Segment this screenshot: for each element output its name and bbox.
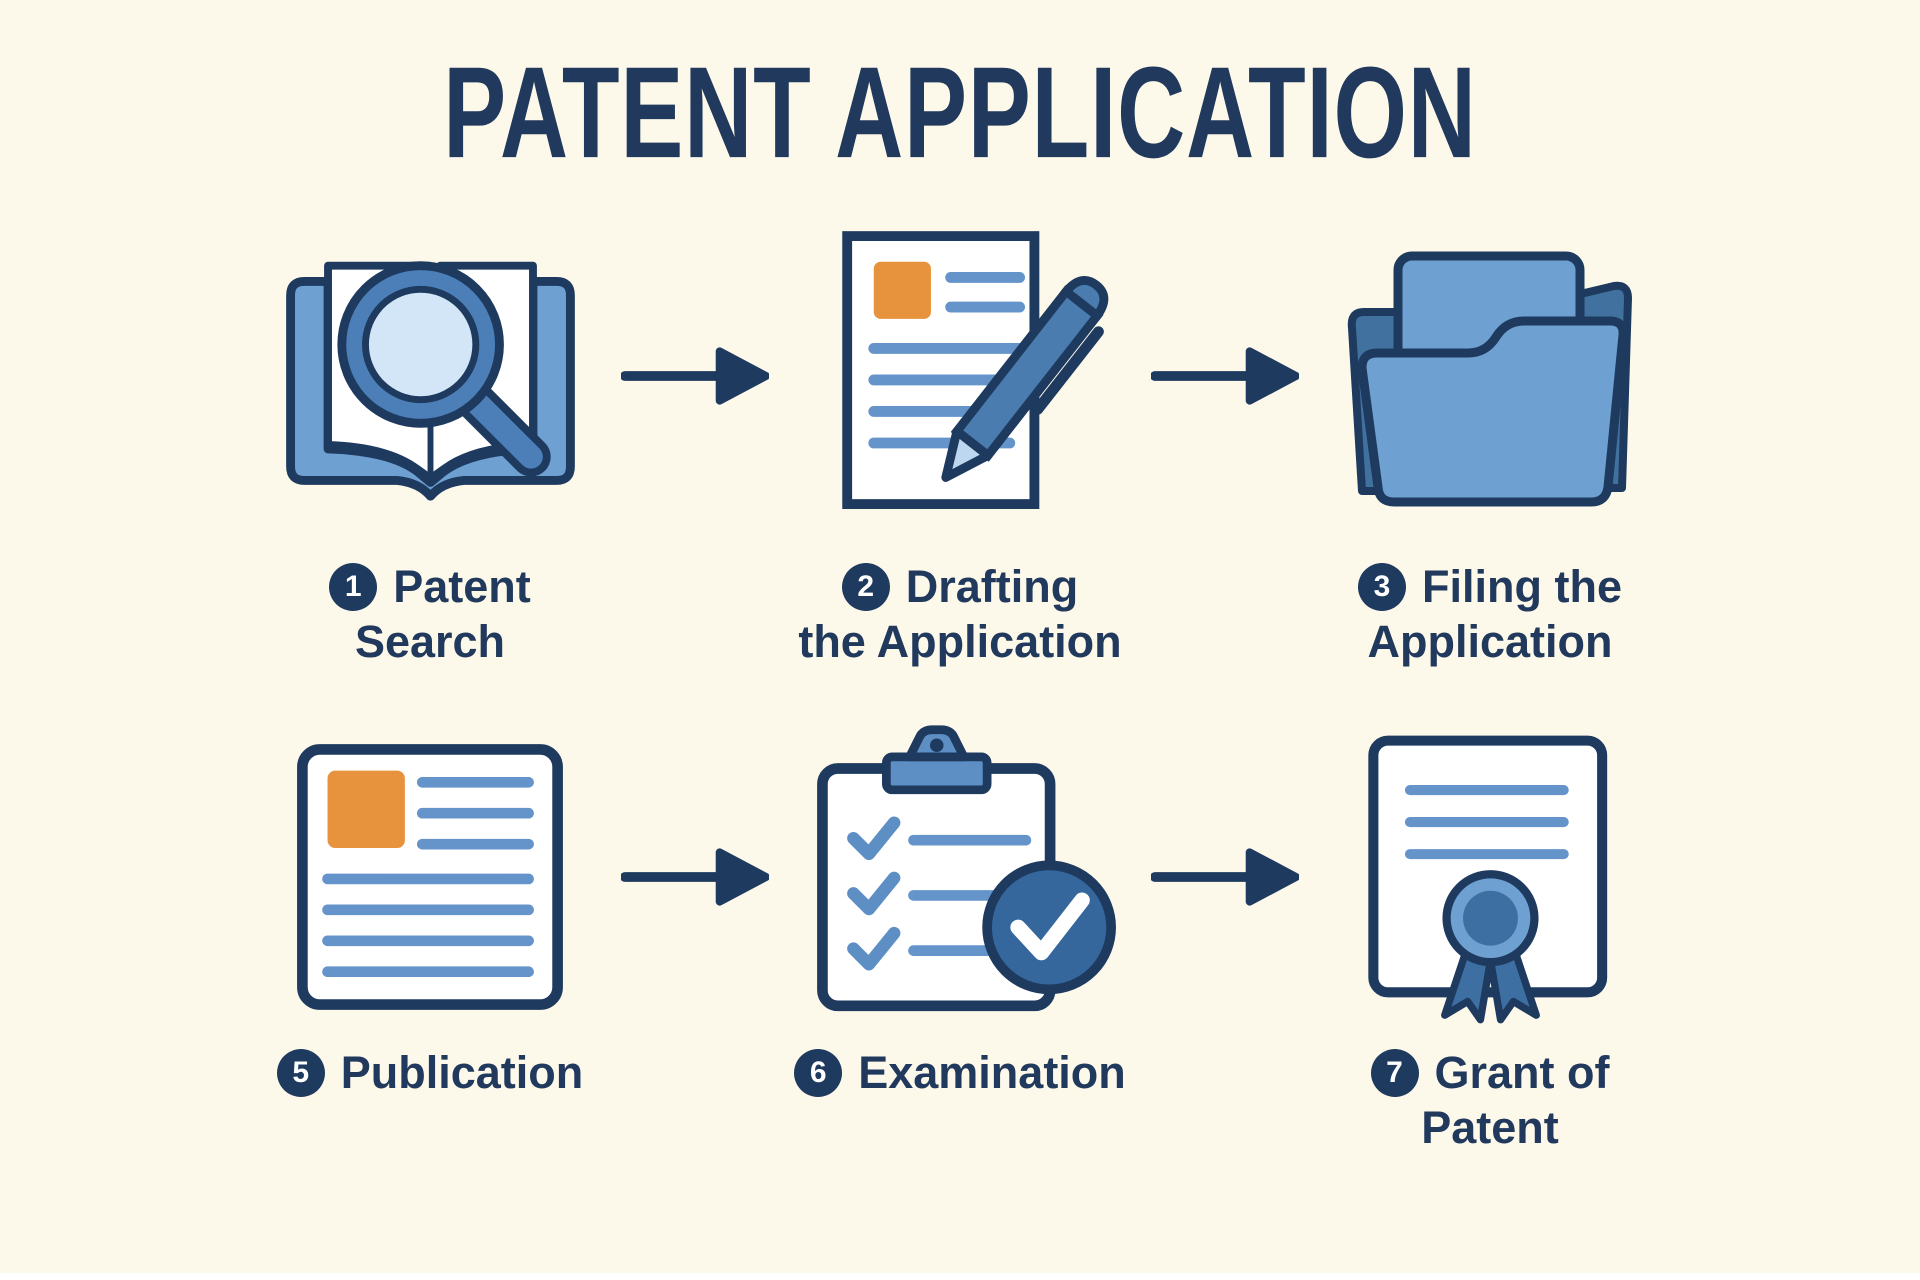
step-2-icon-cell bbox=[750, 216, 1170, 536]
clipboard-clip bbox=[882, 752, 992, 794]
folder-icon bbox=[1347, 251, 1632, 507]
clip-hole bbox=[929, 738, 944, 752]
arrow-cell-1 bbox=[621, 344, 769, 408]
rosette-inner bbox=[1462, 890, 1518, 946]
step-label-line2: the Application bbox=[798, 615, 1122, 667]
document-pen-icon bbox=[841, 231, 1108, 510]
step-label-line1: Filing the bbox=[1422, 561, 1622, 612]
right-arrow-icon bbox=[621, 848, 769, 906]
arrow-cell-2 bbox=[1151, 344, 1299, 408]
label-spacer bbox=[640, 560, 750, 670]
step-number-badge: 3 bbox=[1358, 563, 1406, 612]
right-arrow-icon bbox=[1151, 848, 1299, 906]
step-3-label: 3 Filing the Application bbox=[1280, 560, 1700, 670]
step-5-label: 5 Publication bbox=[220, 1046, 640, 1156]
step-label-line1: Drafting bbox=[905, 561, 1079, 612]
pen bbox=[940, 275, 1108, 482]
pen-clip bbox=[1031, 326, 1104, 415]
step-6-icon-cell bbox=[750, 722, 1170, 1032]
step-7-label: 7 Grant of Patent bbox=[1280, 1046, 1700, 1156]
folder-front-panel bbox=[1357, 316, 1628, 507]
document-image-block bbox=[873, 261, 931, 319]
flow-row-1 bbox=[0, 206, 1920, 546]
step-label-line1: Grant of bbox=[1434, 1046, 1610, 1098]
step-number-badge: 2 bbox=[841, 563, 890, 612]
labels-row-1: 1 Patent Search 2 Drafting the Applicati… bbox=[0, 560, 1920, 670]
checkmark bbox=[847, 816, 901, 860]
clipboard-check-icon bbox=[817, 725, 1116, 1011]
label-spacer bbox=[640, 1046, 750, 1156]
approval-circle bbox=[982, 860, 1116, 994]
bottom-edge-strip bbox=[0, 1273, 1920, 1280]
pen-tip bbox=[940, 426, 992, 482]
approval-check bbox=[1010, 892, 1090, 961]
flow-row-2 bbox=[0, 722, 1920, 1032]
checkmark bbox=[847, 871, 901, 916]
step-number-badge: 6 bbox=[794, 1049, 843, 1098]
checkmark bbox=[847, 926, 901, 971]
right-arrow-icon bbox=[621, 347, 769, 405]
step-number-badge: 5 bbox=[276, 1049, 325, 1098]
step-number-badge: 1 bbox=[329, 563, 378, 612]
step-label-line2: Patent bbox=[1421, 1101, 1559, 1153]
step-5-icon-cell bbox=[220, 732, 640, 1022]
page-title: PATENT APPLICATION bbox=[443, 40, 1477, 186]
label-spacer bbox=[1170, 1046, 1280, 1156]
publication-document-icon bbox=[297, 743, 563, 1010]
labels-row-2: 5 Publication 6 Examination 7 Grant of P… bbox=[0, 1046, 1920, 1156]
header: PATENT APPLICATION bbox=[0, 0, 1920, 190]
step-1-label: 1 Patent Search bbox=[220, 560, 640, 670]
magnifier-lens bbox=[361, 285, 479, 404]
step-label-line1: Examination bbox=[858, 1046, 1126, 1098]
certificate-ribbon-icon bbox=[1367, 735, 1607, 1024]
step-number-badge: 7 bbox=[1370, 1049, 1419, 1098]
step-label-line1: Publication bbox=[340, 1046, 584, 1098]
step-7-icon-cell bbox=[1280, 726, 1700, 1028]
step-label-line2: Search bbox=[354, 615, 506, 667]
publication-image-block bbox=[327, 770, 405, 848]
label-spacer bbox=[1170, 560, 1280, 670]
magnifier-handle bbox=[463, 389, 543, 469]
step-1-icon-cell bbox=[220, 226, 640, 526]
step-2-label: 2 Drafting the Application bbox=[750, 560, 1170, 670]
arrow-cell-3 bbox=[621, 845, 769, 909]
step-label-line1: Patent bbox=[393, 561, 531, 612]
step-6-label: 6 Examination bbox=[750, 1046, 1170, 1156]
step-3-icon-cell bbox=[1280, 226, 1700, 526]
book-magnifier-icon bbox=[285, 261, 575, 501]
arrow-cell-4 bbox=[1151, 845, 1299, 909]
step-label-line2: Application bbox=[1367, 615, 1613, 667]
right-arrow-icon bbox=[1151, 347, 1299, 405]
